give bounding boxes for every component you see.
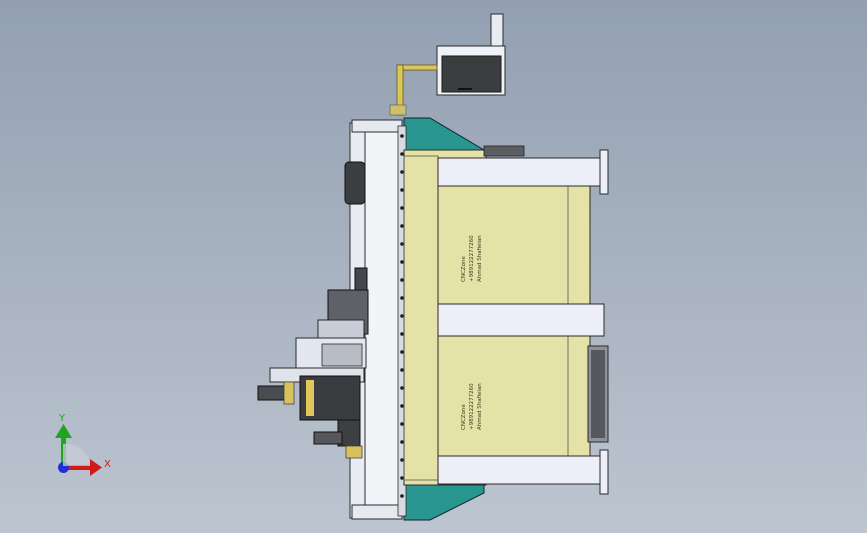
spindle-assembly (257, 161, 369, 459)
frame-bolt (400, 458, 404, 462)
frame-bolt (400, 134, 404, 138)
frame-bolt (400, 350, 404, 354)
frame-bolt (400, 242, 404, 246)
frame-bolt (400, 296, 404, 300)
frame-bolt (400, 278, 404, 282)
frame-bolts (400, 134, 404, 498)
panel-lower (437, 335, 591, 457)
lower-label-line1: CNCZone (461, 404, 467, 430)
cable-chain (483, 145, 525, 157)
panel-upper (437, 185, 591, 305)
frame-bolt (400, 332, 404, 336)
upper-label-line3: Ahmad Shafieian (477, 235, 483, 282)
frame-bolt (400, 224, 404, 228)
frame-bolt (400, 152, 404, 156)
upper-label-line2: +989122277260 (469, 235, 475, 282)
axis-triad (55, 424, 102, 476)
frame-bolt (400, 404, 404, 408)
triad-x-label: X (104, 459, 111, 470)
frame-bolt (400, 476, 404, 480)
frame-bolt (400, 440, 404, 444)
teal-guard-bottom (403, 484, 485, 521)
monitor-arm (389, 64, 438, 116)
support-rails (437, 149, 609, 495)
lower-label-line2: +989122277260 (469, 383, 475, 430)
frame-bolt (400, 314, 404, 318)
frame-bolt (400, 206, 404, 210)
upper-label-line1: CNCZone (461, 256, 467, 282)
frame-bolt (400, 386, 404, 390)
frame-bolt (400, 260, 404, 264)
frame-bolt (400, 170, 404, 174)
frame-bolt (400, 368, 404, 372)
control-monitor (436, 13, 506, 96)
frame-bolt (400, 188, 404, 192)
frame-bolt (400, 422, 404, 426)
frame-bolt (400, 494, 404, 498)
lower-label-line3: Ahmad Shafieian (477, 383, 483, 430)
triad-y-label: Y (59, 413, 66, 424)
